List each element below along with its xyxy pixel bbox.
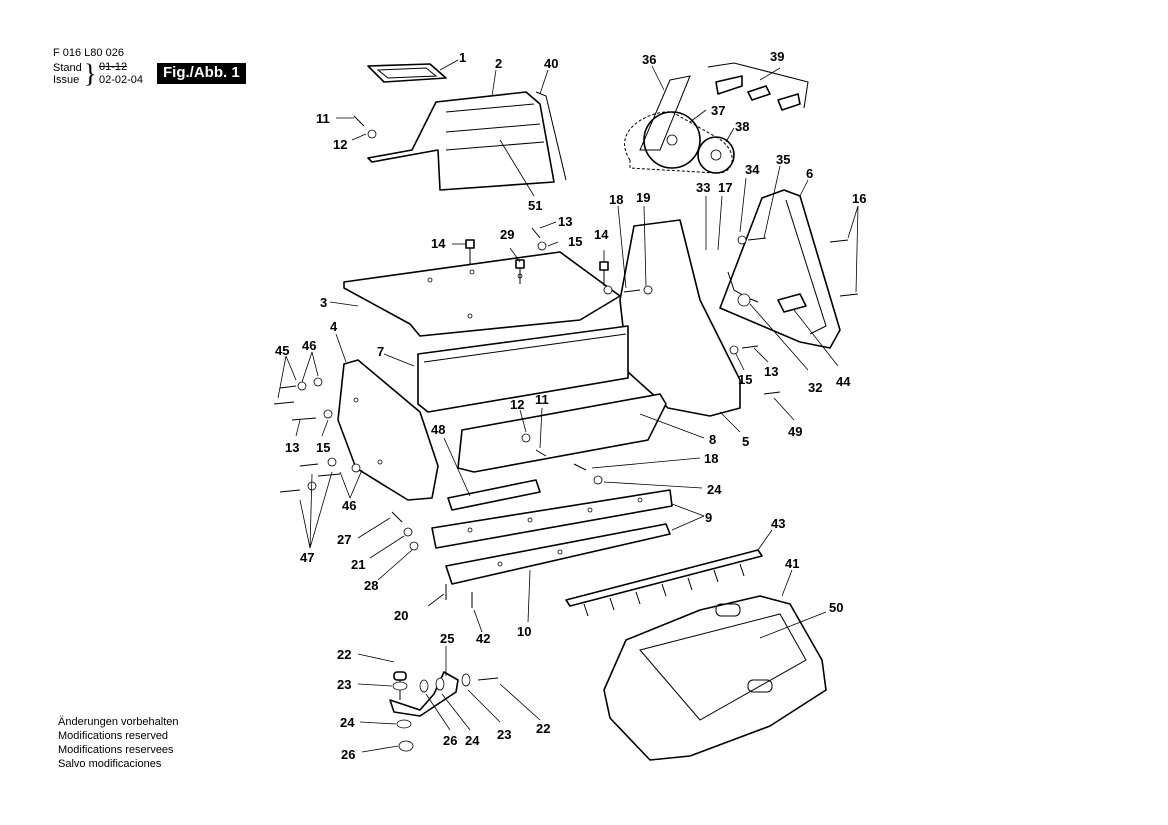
leader-lines [277, 59, 859, 753]
callout-13: 13 [285, 440, 299, 455]
callout-15: 15 [316, 440, 330, 455]
callout-6: 6 [806, 166, 813, 181]
callout-22: 22 [337, 647, 351, 662]
callout-9: 9 [705, 510, 712, 525]
callout-20: 20 [394, 608, 408, 623]
callout-19: 19 [636, 190, 650, 205]
note-es: Salvo modificaciones [58, 758, 162, 770]
part-44-roller[interactable] [777, 293, 807, 313]
callout-8: 8 [709, 432, 716, 447]
callout-15: 15 [568, 234, 582, 249]
callout-14: 14 [594, 227, 609, 242]
part-32-lever[interactable] [727, 271, 759, 307]
callout-25: 25 [440, 631, 454, 646]
part-1-grip[interactable] [367, 63, 447, 83]
part-41-grass-box[interactable] [603, 595, 827, 761]
callout-24: 24 [340, 715, 355, 730]
callout-51: 51 [528, 198, 542, 213]
callout-47: 47 [300, 550, 314, 565]
note-de: Änderungen vorbehalten [58, 716, 179, 728]
callout-29: 29 [500, 227, 514, 242]
figure-badge: Fig./Abb. 1 [157, 63, 246, 84]
callout-33: 33 [696, 180, 710, 195]
callout-32: 32 [808, 380, 822, 395]
stand-value: 01-12 [99, 61, 128, 73]
part-36-chain[interactable] [624, 75, 733, 174]
part-43-comb[interactable] [565, 549, 763, 617]
callout-42: 42 [476, 631, 490, 646]
part-48-bracket[interactable] [447, 479, 541, 511]
part-4-side-plate[interactable] [337, 359, 439, 501]
callout-7: 7 [377, 344, 384, 359]
stand-label: Stand [53, 62, 82, 74]
part-8-front-plate[interactable] [457, 393, 667, 473]
callout-44: 44 [836, 374, 851, 389]
callout-1: 1 [459, 50, 466, 65]
callout-16: 16 [852, 191, 866, 206]
callout-48: 48 [431, 422, 445, 437]
callout-39: 39 [770, 49, 784, 64]
callout-36: 36 [642, 52, 656, 67]
callout-35: 35 [776, 152, 790, 167]
callout-12: 12 [510, 397, 524, 412]
callout-18: 18 [609, 192, 623, 207]
callout-46: 46 [302, 338, 316, 353]
callout-11: 11 [316, 111, 330, 126]
callout-28: 28 [364, 578, 378, 593]
callout-50: 50 [829, 600, 843, 615]
modification-notes: Änderungen vorbehalten Modifications res… [58, 715, 178, 771]
callout-23: 23 [497, 727, 511, 742]
callout-49: 49 [788, 424, 802, 439]
callout-26: 26 [443, 733, 457, 748]
part-7-channel[interactable] [417, 325, 629, 413]
callout-43: 43 [771, 516, 785, 531]
callout-24: 24 [465, 733, 480, 748]
callout-45: 45 [275, 343, 289, 358]
callout-40: 40 [544, 56, 558, 71]
part-5-side-plate[interactable] [619, 219, 741, 417]
callout-22: 22 [536, 721, 550, 736]
callout-labels: 1 2 40 11 12 51 36 39 37 38 34 35 6 33 1… [275, 49, 866, 762]
callout-34: 34 [745, 162, 760, 177]
issue-label: Issue [53, 74, 80, 86]
part-39-chain-link-set[interactable] [707, 62, 809, 111]
part-10-blade-bar[interactable] [445, 523, 671, 585]
issue-date: 02-02-04 [99, 74, 144, 86]
callout-14: 14 [431, 236, 446, 251]
callout-23: 23 [337, 677, 351, 692]
callout-5: 5 [742, 434, 749, 449]
callout-18: 18 [704, 451, 718, 466]
callout-24: 24 [707, 482, 722, 497]
callout-26: 26 [341, 747, 355, 762]
note-fr: Modifications reservees [58, 744, 174, 756]
note-en: Modifications reserved [58, 730, 169, 742]
part-3-top-plate[interactable] [343, 251, 621, 337]
callout-12: 12 [333, 137, 347, 152]
callout-27: 27 [337, 532, 351, 547]
part-2-cover[interactable] [367, 91, 555, 191]
callout-15: 15 [738, 372, 752, 387]
part-38-sprocket[interactable] [697, 136, 735, 174]
document-number: F 016 L80 026 [53, 47, 124, 59]
hardware [273, 115, 859, 752]
callout-2: 2 [495, 56, 502, 71]
brace-icon: } [84, 59, 97, 88]
callout-46: 46 [342, 498, 356, 513]
callout-13: 13 [764, 364, 778, 379]
callout-3: 3 [320, 295, 327, 310]
part-9-blade-bar[interactable] [431, 489, 673, 549]
callout-13: 13 [558, 214, 572, 229]
callout-41: 41 [785, 556, 799, 571]
part-40-strip[interactable] [535, 91, 567, 181]
callout-37: 37 [711, 103, 725, 118]
callout-38: 38 [735, 119, 749, 134]
part-6-side-cover[interactable] [719, 189, 841, 349]
callout-4: 4 [330, 319, 338, 334]
callout-21: 21 [351, 557, 365, 572]
callout-11: 11 [535, 392, 549, 407]
callout-17: 17 [718, 180, 732, 195]
callout-10: 10 [517, 624, 531, 639]
